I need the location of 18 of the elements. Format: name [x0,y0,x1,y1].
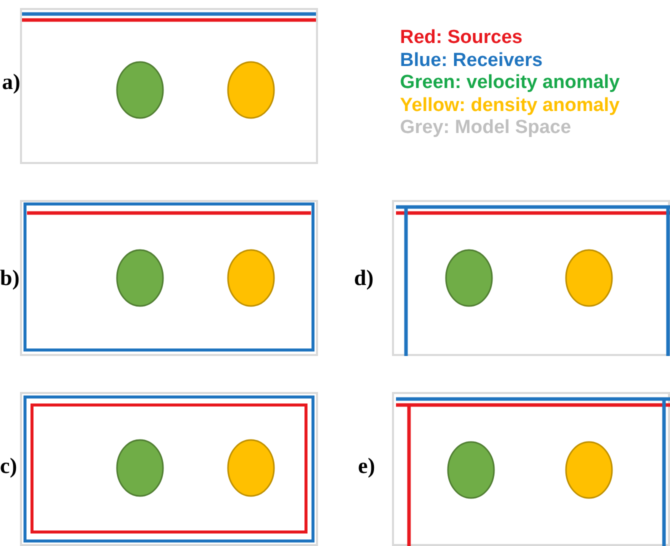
model-space-panel [20,8,318,164]
legend-entry: Yellow: density anomaly [400,94,620,116]
anomaly-ellipse [227,61,275,119]
anomaly-ellipse [565,441,613,499]
anomaly-ellipse [116,61,164,119]
anomaly-ellipse [447,441,495,499]
legend-entry: Green: velocity anomaly [400,72,620,94]
anomaly-ellipse [227,249,275,307]
legend-entry: Grey: Model Space [400,117,572,139]
anomaly-ellipse [565,249,613,307]
model-space-panel [392,200,670,356]
anomaly-ellipse [227,439,275,497]
anomaly-ellipse [116,249,164,307]
anomaly-ellipse [445,249,493,307]
legend-entry: Blue: Receivers [400,50,543,72]
model-space-panel [392,392,670,546]
legend-entry: Red: Sources [400,27,522,49]
anomaly-ellipse [116,439,164,497]
